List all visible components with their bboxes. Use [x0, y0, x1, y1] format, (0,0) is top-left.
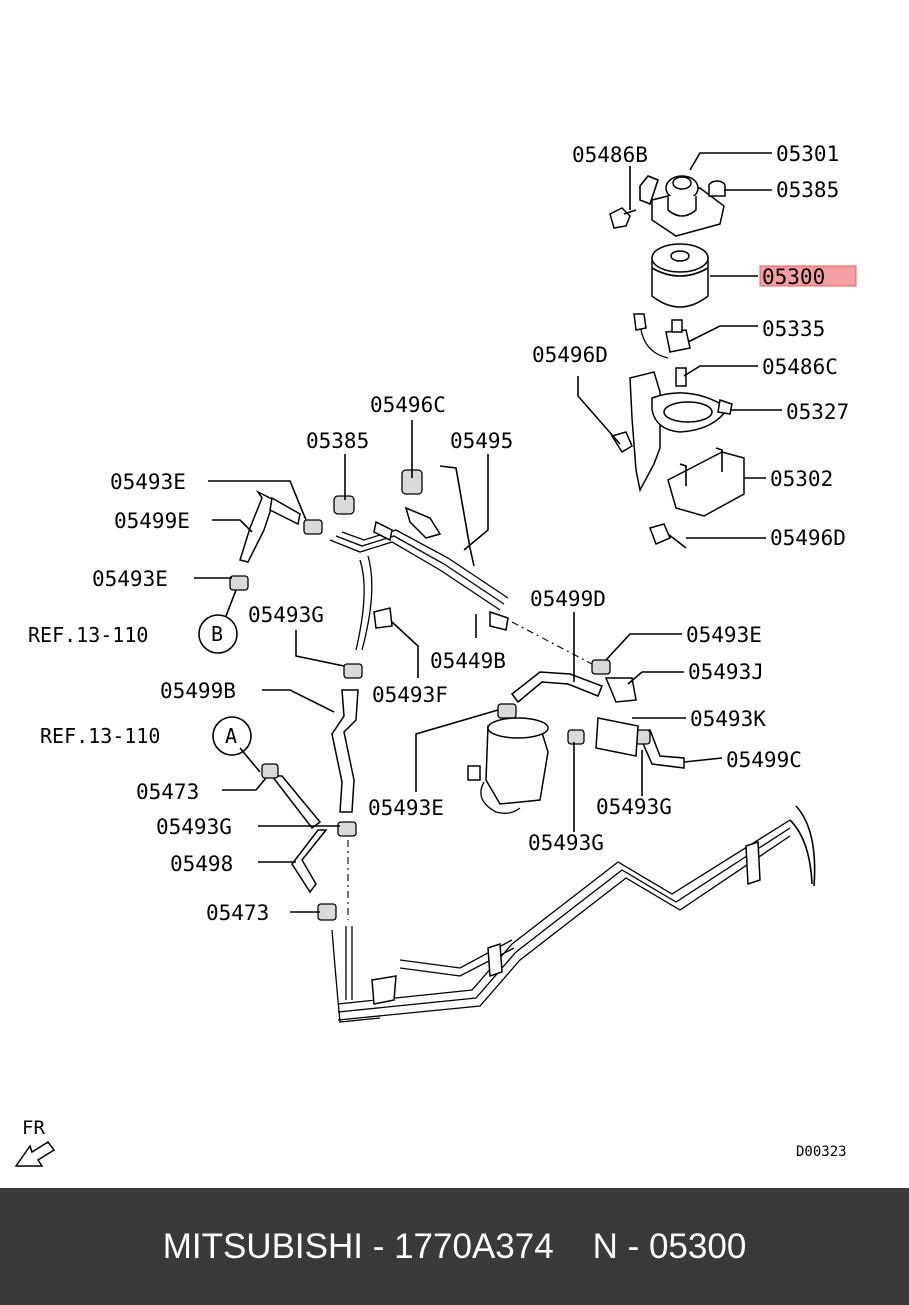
label-05493E[interactable]: 05493E — [686, 623, 762, 647]
label-05449B[interactable]: 05449B — [430, 649, 506, 673]
water-sensor — [633, 313, 691, 359]
label-05493E[interactable]: 05493E — [92, 567, 168, 591]
hoses — [239, 490, 685, 894]
label-05385[interactable]: 05385 — [776, 178, 839, 202]
footer-banner: MITSUBISHI - 1770A374 N - 05300 — [0, 1188, 909, 1305]
label-05493F[interactable]: 05493F — [372, 683, 448, 707]
fuel-lines — [329, 506, 509, 651]
fr-label: FR — [22, 1117, 45, 1139]
filter-bracket — [610, 367, 745, 549]
connection-line — [511, 621, 593, 665]
fuel-filter-cartridge — [651, 243, 709, 308]
drawing-code: D00323 — [796, 1144, 847, 1160]
label-05473[interactable]: 05473 — [136, 780, 199, 804]
label-05486B[interactable]: 05486B — [572, 143, 648, 167]
label-05496C[interactable]: 05496C — [370, 393, 446, 417]
label-05498[interactable]: 05498 — [170, 852, 233, 876]
fuel-pump-unit — [467, 717, 639, 814]
label-05300[interactable]: 05300 — [762, 265, 825, 289]
reference-a: REF.13-110 A — [40, 716, 252, 756]
highlight-box — [759, 265, 857, 287]
label-05499D[interactable]: 05499D — [530, 587, 606, 611]
label-05385[interactable]: 05385 — [306, 429, 369, 453]
label-05302[interactable]: 05302 — [770, 467, 833, 491]
label-05493G[interactable]: 05493G — [528, 831, 604, 855]
footer-text: MITSUBISHI - 1770A374 N - 05300 — [162, 1226, 747, 1266]
label-05499B[interactable]: 05499B — [160, 679, 236, 703]
label-05493G[interactable]: 05493G — [156, 815, 232, 839]
label-05493E[interactable]: 05493E — [368, 796, 444, 820]
reference-text: REF.13-110 — [28, 623, 148, 647]
reference-b: REF.13-110 B — [28, 614, 238, 654]
label-05486C[interactable]: 05486C — [762, 355, 838, 379]
label-05495[interactable]: 05495 — [450, 429, 513, 453]
parts-diagram: 05486B 05301 05385 05300 05335 05496D 05… — [14, 142, 857, 1167]
label-05496D[interactable]: 05496D — [770, 526, 846, 550]
label-05496D[interactable]: 05496D — [532, 343, 608, 367]
label-05493J[interactable]: 05493J — [688, 660, 764, 684]
label-05473[interactable]: 05473 — [206, 901, 269, 925]
label-05493G[interactable]: 05493G — [248, 603, 324, 627]
label-05335[interactable]: 05335 — [762, 317, 825, 341]
label-05493E[interactable]: 05493E — [110, 470, 186, 494]
reference-circle-a[interactable]: A — [225, 724, 237, 748]
main-chassis-lines — [331, 805, 816, 1023]
fuel-filter-head — [609, 175, 726, 237]
hose-clamps — [229, 469, 651, 921]
label-05493G[interactable]: 05493G — [596, 795, 672, 819]
reference-circle-b[interactable]: B — [211, 622, 223, 646]
arrow-icon — [14, 1140, 56, 1167]
label-05499C[interactable]: 05499C — [726, 748, 802, 772]
reference-text: REF.13-110 — [40, 724, 160, 748]
label-05301[interactable]: 05301 — [776, 142, 839, 166]
part-labels: 05486B 05301 05385 05300 05335 05496D 05… — [92, 142, 849, 925]
leader-lines — [194, 152, 782, 913]
label-05493K[interactable]: 05493K — [690, 707, 766, 731]
label-05327[interactable]: 05327 — [786, 400, 849, 424]
front-direction-indicator: FR — [14, 1117, 56, 1167]
label-05499E[interactable]: 05499E — [114, 509, 190, 533]
